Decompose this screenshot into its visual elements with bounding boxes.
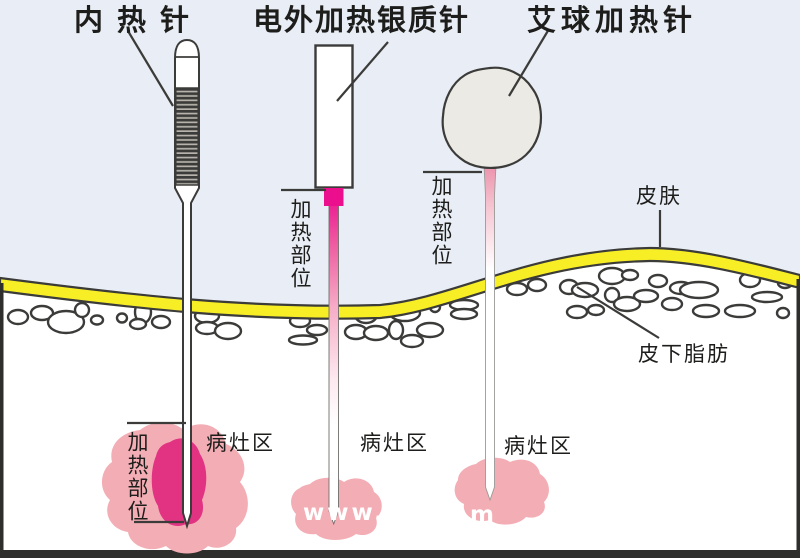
tissue-frame (0, 279, 800, 558)
lesion-blobs (101, 422, 549, 554)
skin-band (0, 246, 800, 320)
needle1-ribbed-handle (175, 87, 199, 186)
label-lesion-area-left: 病灶区 (206, 431, 275, 455)
label-subcutaneous-fat: 皮下脂肪 (638, 342, 730, 366)
label-internal-heat-needle: 内热针 (74, 3, 204, 37)
label-electric-silver-needle: 电外加热银质针 (253, 3, 471, 37)
label-heating-part-middle: 加热部位 (288, 198, 312, 290)
label-heating-part-left: 加热部位 (125, 431, 149, 523)
needle-moxa-ball (441, 66, 543, 502)
needle2-heater-collar (324, 188, 344, 206)
label-lesion-area-right: 病灶区 (504, 434, 573, 458)
label-lesion-area-middle: 病灶区 (360, 431, 429, 455)
needle3-shaft (483, 154, 497, 502)
needle-internal-heat (174, 38, 200, 530)
pointer-needle2 (336, 41, 389, 102)
label-heating-part-right: 加热部位 (429, 175, 453, 267)
pointer-fat (576, 286, 660, 339)
pointer-needle3 (508, 28, 550, 97)
pointer-needle1 (127, 30, 174, 107)
needle2-shaft (328, 202, 339, 526)
watermark-left: www. c (303, 500, 414, 526)
label-moxa-ball-needle: 艾球加热针 (527, 3, 698, 37)
needle2-handle (314, 44, 354, 189)
label-skin: 皮肤 (636, 184, 682, 208)
pointer-lines (127, 28, 662, 524)
moxa-ball (441, 66, 543, 169)
watermark-right: m (470, 502, 497, 528)
lesion-right (454, 457, 549, 525)
lesion-left-core (151, 438, 207, 526)
needle-electric-silver (314, 44, 354, 526)
fat-cells (6, 266, 794, 349)
